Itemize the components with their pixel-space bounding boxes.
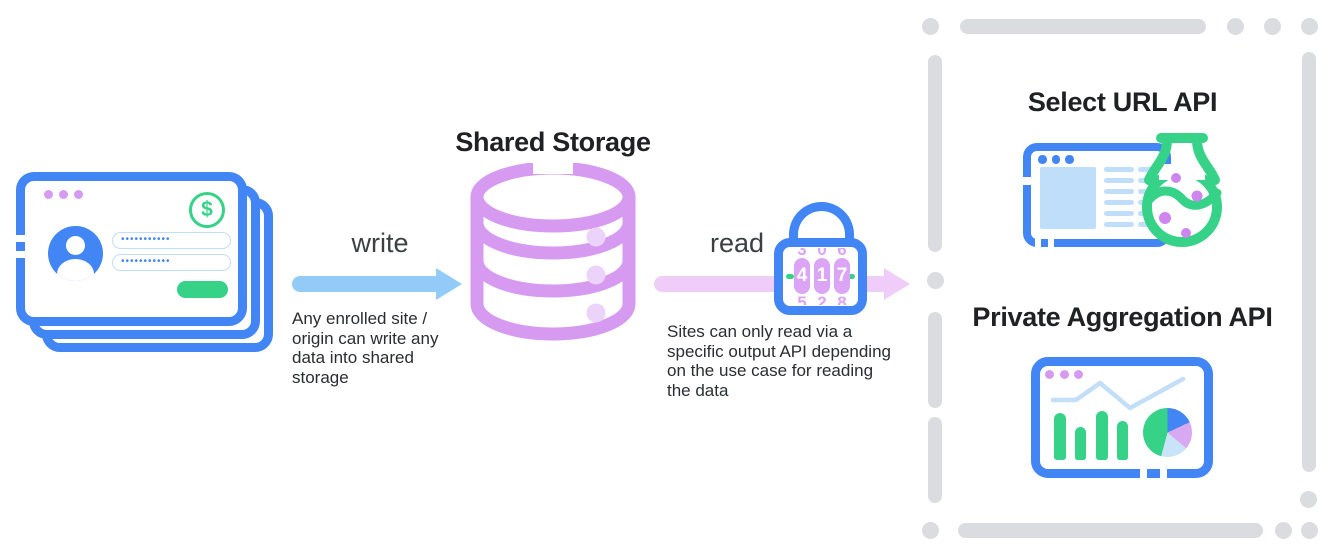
user-avatar-icon <box>48 226 103 281</box>
write-label: write <box>351 228 409 258</box>
window-traffic-dots <box>1045 370 1083 379</box>
border-gap <box>1035 239 1041 247</box>
write-arrow <box>292 276 442 292</box>
bar-chart-bar <box>1096 411 1108 460</box>
dial-current-digit: 7 <box>834 258 850 294</box>
bar-chart-bar <box>1075 427 1086 460</box>
window-traffic-dots <box>44 190 83 199</box>
submit-button[interactable] <box>177 281 228 298</box>
read-label: read <box>709 228 765 258</box>
dial-column: 0 1 2 <box>814 248 830 305</box>
read-description: Sites can only read via a specific outpu… <box>667 322 891 400</box>
line-chart-icon <box>1050 376 1186 411</box>
analytics-dashboard-icon <box>1031 357 1213 478</box>
padlock-shackle <box>789 202 854 248</box>
flask-icon <box>1142 133 1222 247</box>
border-gap <box>1048 239 1054 247</box>
window-traffic-dots <box>1038 155 1074 164</box>
border-dot <box>16 242 25 251</box>
padlock-body: 3 4 5 0 1 2 6 7 8 <box>774 238 867 315</box>
dial-current-digit: 4 <box>794 258 810 294</box>
password-masked-value: ••••••••••• <box>121 256 171 267</box>
dial-column: 6 7 8 <box>834 248 850 305</box>
dial-current-digit: 1 <box>814 258 830 294</box>
dollar-badge-icon: $ <box>189 192 225 228</box>
window-dot <box>59 190 68 199</box>
write-arrow-head <box>436 268 462 300</box>
dial-column: 3 4 5 <box>794 248 810 305</box>
select-url-api-title: Select URL API <box>1027 87 1218 117</box>
combination-dials: 3 4 5 0 1 2 6 7 8 <box>794 248 850 305</box>
border-gap <box>1160 469 1167 478</box>
window-dot <box>44 190 53 199</box>
database-icon <box>470 163 636 341</box>
dial-tick <box>847 274 855 279</box>
shared-storage-title: Shared Storage <box>455 127 651 157</box>
write-description: Any enrolled site / origin can write any… <box>292 309 439 387</box>
browser-window-front: $ ••••••••••• ••••••••••• <box>16 172 247 326</box>
private-aggregation-api-title: Private Aggregation API <box>972 302 1273 332</box>
border-gap <box>16 251 25 258</box>
border-gap <box>1140 469 1147 478</box>
password-input[interactable]: ••••••••••• <box>112 254 231 271</box>
password-input[interactable]: ••••••••••• <box>112 232 231 249</box>
bar-chart-bar <box>1117 421 1128 460</box>
border-gap <box>16 235 25 242</box>
dial-tick <box>786 274 794 279</box>
border-gap <box>1023 177 1031 185</box>
window-dot <box>74 190 83 199</box>
pie-chart-icon <box>1143 408 1192 457</box>
read-arrow-head <box>884 268 910 300</box>
padlock-icon: 3 4 5 0 1 2 6 7 8 <box>774 200 869 318</box>
password-masked-value: ••••••••••• <box>121 234 171 245</box>
bar-chart-bar <box>1054 413 1066 460</box>
content-thumbnail <box>1040 167 1096 229</box>
